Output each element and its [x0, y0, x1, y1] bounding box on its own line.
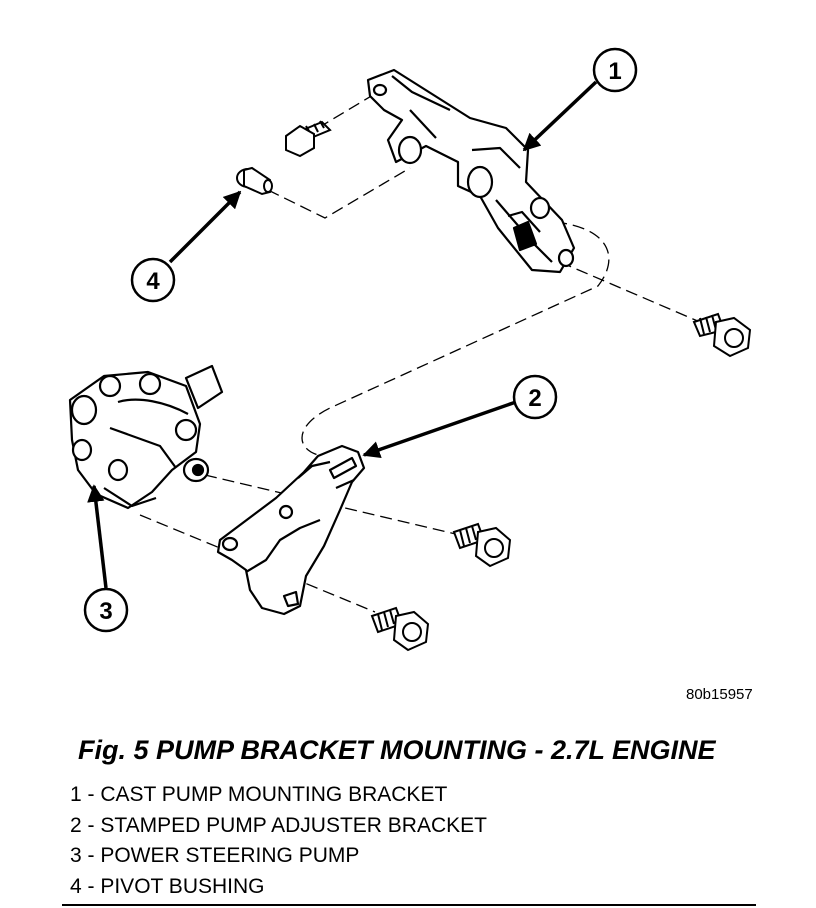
svg-text:2: 2 [528, 385, 541, 412]
leader-arrows [87, 80, 598, 589]
svg-text:4: 4 [146, 268, 160, 295]
bottom-rule [62, 904, 756, 906]
image-code: 80b15957 [686, 686, 753, 703]
stamped-pump-adjuster-bracket [216, 444, 366, 616]
callout-2: 2 [512, 374, 558, 420]
bolt-upper-left [285, 120, 332, 158]
svg-text:1: 1 [608, 58, 621, 85]
bolt-right [692, 312, 752, 358]
legend-item: 1 - CAST PUMP MOUNTING BRACKET [70, 783, 448, 806]
bolt-middle-right [452, 522, 512, 568]
svg-text:3: 3 [99, 598, 112, 625]
legend-item: 3 - POWER STEERING PUMP [70, 844, 360, 867]
power-steering-pump [68, 364, 224, 510]
legend-item: 4 - PIVOT BUSHING [70, 874, 265, 898]
cast-pump-mounting-bracket [366, 68, 576, 274]
figure-title: Fig. 5 PUMP BRACKET MOUNTING - 2.7L ENGI… [78, 735, 716, 765]
alignment-lines [139, 91, 701, 613]
legend-list: 1 - CAST PUMP MOUNTING BRACKET 2 - STAMP… [70, 780, 487, 902]
callout-1: 1 [592, 47, 638, 93]
bolt-bottom [370, 606, 430, 652]
callout-4: 4 [130, 257, 176, 303]
exploded-diagram: 1 2 3 4 [68, 47, 752, 652]
callout-3: 3 [83, 587, 129, 633]
pivot-bushing [236, 166, 273, 196]
legend-item: 2 - STAMPED PUMP ADJUSTER BRACKET [70, 813, 487, 837]
